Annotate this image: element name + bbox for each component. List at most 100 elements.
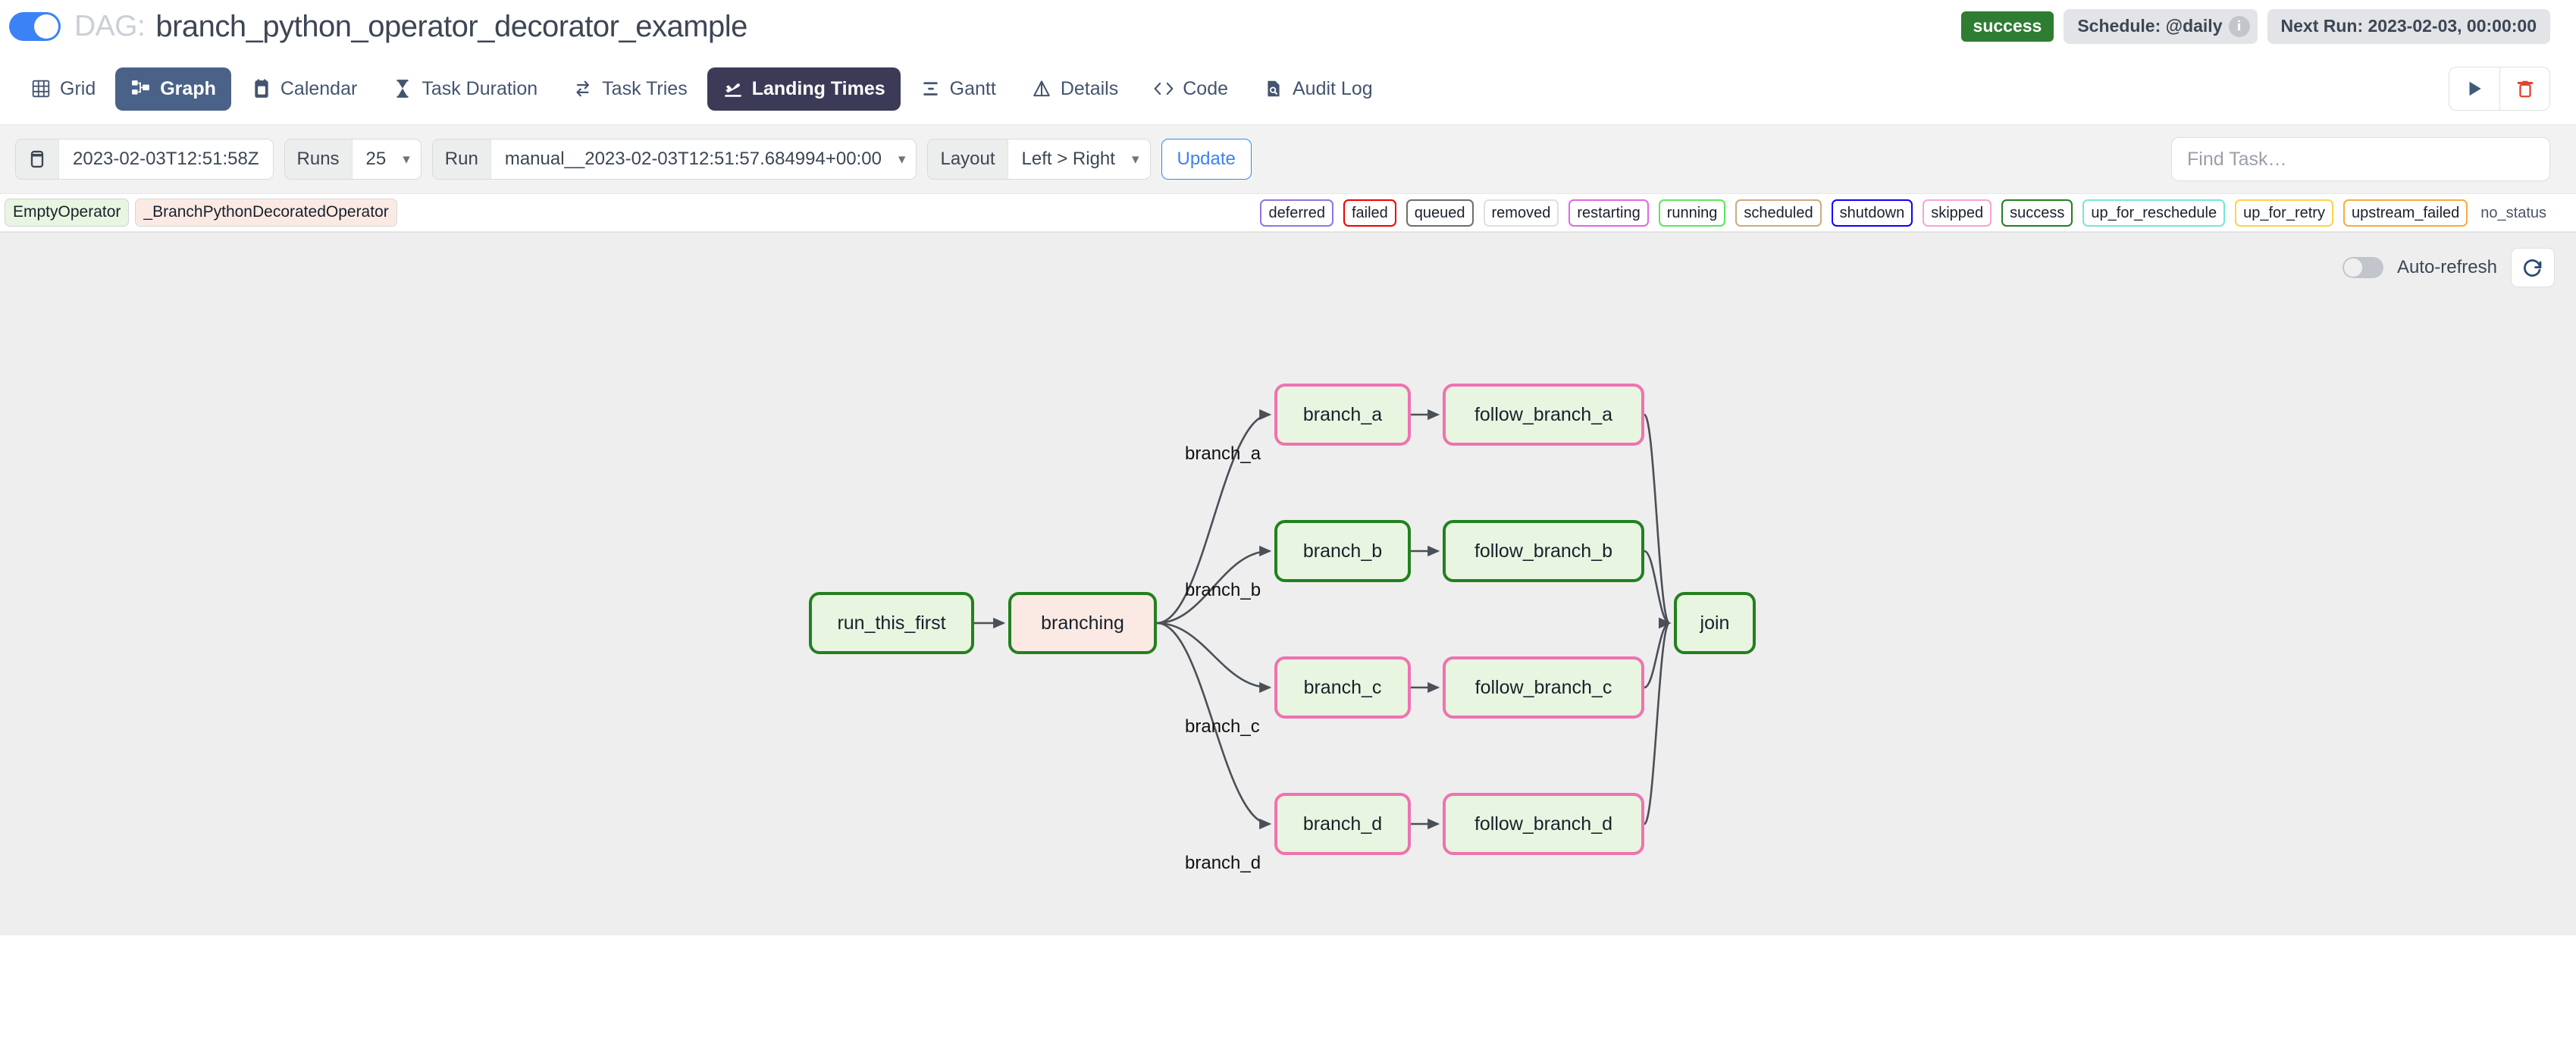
chevron-down-icon: ▾ [403, 151, 410, 168]
tab-gantt-label: Gantt [949, 77, 996, 99]
refresh-button[interactable] [2511, 248, 2555, 287]
runs-select[interactable]: 25 ▾ [352, 139, 421, 179]
task-node-run-this-first[interactable]: run_this_first [809, 592, 974, 654]
toggle-knob [34, 14, 58, 39]
graph-legend: EmptyOperator_BranchPythonDecoratedOpera… [0, 194, 2576, 232]
chevron-down-icon: ▾ [1131, 151, 1139, 168]
tab-landing-times[interactable]: Landing Times [707, 67, 901, 111]
update-button[interactable]: Update [1161, 139, 1252, 180]
audit-log-icon [1263, 78, 1284, 99]
tab-calendar[interactable]: Calendar [236, 67, 372, 111]
info-icon[interactable]: i [2228, 16, 2250, 37]
dag-header: DAG: branch_python_operator_decorator_ex… [0, 0, 2576, 53]
tab-task-tries[interactable]: Task Tries [557, 67, 703, 111]
tab-calendar-label: Calendar [280, 77, 358, 99]
task-node-label: branch_a [1302, 403, 1383, 425]
task-node-label: branch_b [1302, 540, 1383, 562]
run-select[interactable]: manual__2023-02-03T12:51:57.684994+00:00… [490, 139, 917, 179]
schedule-text: Schedule: @daily [2077, 16, 2223, 36]
status-chip-upstream-failed[interactable]: upstream_failed [2343, 199, 2468, 227]
status-chip-up-for-retry[interactable]: up_for_retry [2235, 199, 2333, 227]
base-date-group: 2023-02-03T12:51:58Z [15, 139, 274, 180]
status-chip-up-for-reschedule[interactable]: up_for_reschedule [2082, 199, 2226, 227]
operator-chip[interactable]: _BranchPythonDecoratedOperator [135, 199, 397, 227]
tab-audit-log[interactable]: Audit Log [1248, 67, 1388, 111]
runs-value: 25 [365, 149, 387, 169]
operator-chip[interactable]: EmptyOperator [5, 199, 130, 227]
task-node-follow-branch-c[interactable]: follow_branch_c [1443, 656, 1644, 719]
gantt-icon [920, 78, 942, 99]
find-task-input[interactable]: Find Task… [2171, 137, 2550, 181]
status-chip-failed[interactable]: failed [1343, 199, 1396, 227]
calendar-addon-icon[interactable] [16, 139, 59, 179]
graph-edge [1156, 622, 1272, 830]
status-chip-removed[interactable]: removed [1483, 199, 1559, 227]
status-chip-restarting[interactable]: restarting [1568, 199, 1649, 227]
dag-action-buttons [2449, 67, 2550, 111]
base-date-input[interactable]: 2023-02-03T12:51:58Z [59, 139, 273, 179]
status-legend: deferred failed queued removed restarting run… [1260, 199, 2553, 227]
graph-edge [1156, 545, 1272, 625]
delete-dag-button[interactable] [2499, 67, 2549, 110]
hourglass-icon [392, 78, 413, 99]
task-node-branch-a[interactable]: branch_a [1274, 384, 1411, 446]
graph-edge [1643, 618, 1672, 825]
status-badge: success [1960, 11, 2054, 42]
task-node-follow-branch-d[interactable]: follow_branch_d [1443, 793, 1644, 855]
graph-edges [974, 409, 1672, 830]
dag-graph-canvas[interactable]: Auto-refresh run_this_first branching bran… [0, 232, 2576, 935]
tab-code[interactable]: Code [1138, 67, 1243, 111]
tab-graph[interactable]: Graph [115, 67, 231, 111]
layout-label: Layout [928, 139, 1008, 179]
auto-refresh-label: Auto-refresh [2396, 257, 2497, 277]
layout-group: Layout Left > Right ▾ [927, 139, 1151, 180]
tab-gantt[interactable]: Gantt [905, 67, 1011, 111]
trash-icon [2517, 80, 2533, 98]
status-chip-shutdown[interactable]: shutdown [1831, 199, 1913, 227]
tab-graph-label: Graph [160, 77, 216, 99]
status-chip-queued[interactable]: queued [1406, 199, 1474, 227]
auto-refresh-toggle[interactable] [2342, 257, 2383, 278]
task-node-label: follow_branch_d [1474, 813, 1613, 835]
tab-details[interactable]: Details [1016, 67, 1133, 111]
auto-refresh-knob [2343, 258, 2362, 277]
dag-pause-toggle[interactable] [9, 12, 61, 41]
trigger-dag-button[interactable] [2449, 67, 2499, 110]
run-group: Run manual__2023-02-03T12:51:57.684994+0… [431, 139, 917, 180]
task-node-join[interactable]: join [1674, 592, 1756, 654]
task-node-label: follow_branch_c [1474, 676, 1612, 698]
task-node-branching[interactable]: branching [1008, 592, 1157, 654]
status-chip-scheduled[interactable]: scheduled [1735, 199, 1822, 227]
tab-details-label: Details [1060, 77, 1119, 99]
page-title: branch_python_operator_decorator_example [155, 9, 747, 43]
task-node-label: follow_branch_a [1474, 403, 1613, 425]
graph-edge [1156, 409, 1272, 625]
runs-group: Runs 25 ▾ [284, 139, 421, 180]
task-node-label: follow_branch_b [1474, 540, 1613, 562]
task-node-label: branching [1041, 612, 1124, 634]
layout-select[interactable]: Left > Right ▾ [1008, 139, 1150, 179]
tab-task-duration-label: Task Duration [421, 77, 538, 99]
edge-label: branch_d [1185, 853, 1261, 873]
status-chip-success[interactable]: success [2001, 199, 2073, 227]
header-right-group: success Schedule: @daily i Next Run: 202… [1960, 9, 2550, 44]
tab-audit-log-label: Audit Log [1293, 77, 1373, 99]
task-node-branch-b[interactable]: branch_b [1274, 520, 1411, 582]
tab-task-duration[interactable]: Task Duration [377, 67, 553, 111]
task-node-follow-branch-b[interactable]: follow_branch_b [1443, 520, 1644, 582]
tab-grid[interactable]: Grid [15, 67, 111, 111]
status-chip-deferred[interactable]: deferred [1260, 199, 1333, 227]
run-label: Run [432, 139, 491, 179]
status-chip-skipped[interactable]: skipped [1923, 199, 1992, 227]
task-node-branch-d[interactable]: branch_d [1274, 793, 1411, 855]
task-node-label: run_this_first [837, 612, 946, 634]
status-chip-running[interactable]: running [1658, 199, 1726, 227]
tab-grid-label: Grid [60, 77, 96, 99]
task-node-label: join [1700, 612, 1730, 634]
runs-label: Runs [284, 139, 353, 179]
status-chip-no-status[interactable]: no_status [2477, 200, 2553, 225]
tab-code-label: Code [1183, 77, 1228, 99]
task-node-branch-c[interactable]: branch_c [1274, 656, 1411, 719]
task-node-follow-branch-a[interactable]: follow_branch_a [1443, 384, 1644, 446]
graph-edge [1156, 622, 1272, 694]
